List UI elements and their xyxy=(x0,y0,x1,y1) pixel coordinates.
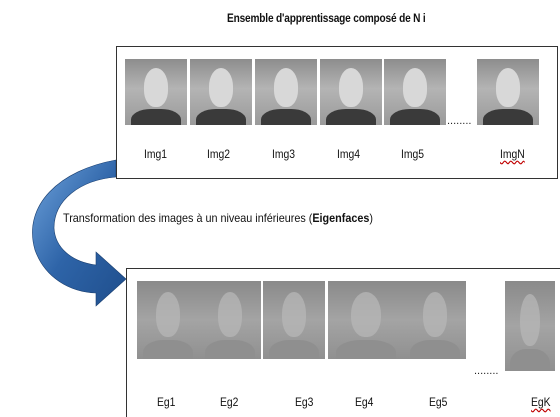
training-image-3 xyxy=(255,59,317,125)
eigenfaces-box: ........ Eg1 Eg2 Eg3 Eg4 Eg5 EgK xyxy=(126,268,560,417)
training-ellipsis: ........ xyxy=(447,115,472,127)
label-eg4: Eg4 xyxy=(355,397,374,409)
eigenface-k xyxy=(505,281,555,371)
label-img4: Img4 xyxy=(337,149,361,161)
caption-emphasis: Eigenfaces xyxy=(312,211,370,225)
training-image-n xyxy=(477,59,539,125)
training-image-5 xyxy=(384,59,446,125)
label-eg2: Eg2 xyxy=(220,397,239,409)
label-eg1: Eg1 xyxy=(157,397,176,409)
label-eg5: Eg5 xyxy=(429,397,448,409)
label-egk: EgK xyxy=(531,397,551,409)
eigenface-4 xyxy=(328,281,404,359)
transform-caption: Transformation des images à un niveau in… xyxy=(63,211,373,225)
training-set-box: ........ Img1 Img2 Img3 Img4 Img5 ImgN xyxy=(116,46,558,179)
eigenfaces-ellipsis: ........ xyxy=(474,365,499,377)
diagram-title: Ensemble d'apprentissage composé de N i xyxy=(227,13,426,25)
caption-prefix: Transformation des images à un niveau in… xyxy=(63,211,313,225)
label-img5: Img5 xyxy=(401,149,425,161)
eigenface-1 xyxy=(137,281,199,359)
training-image-1 xyxy=(125,59,187,125)
caption-suffix: ) xyxy=(369,211,373,225)
eigenface-5 xyxy=(404,281,466,359)
label-img3: Img3 xyxy=(272,149,296,161)
label-eg3: Eg3 xyxy=(295,397,314,409)
eigenface-2 xyxy=(199,281,261,359)
label-img1: Img1 xyxy=(144,149,168,161)
training-image-4 xyxy=(320,59,382,125)
label-img2: Img2 xyxy=(207,149,231,161)
label-imgn: ImgN xyxy=(500,149,525,161)
training-image-2 xyxy=(190,59,252,125)
eigenface-3 xyxy=(263,281,325,359)
